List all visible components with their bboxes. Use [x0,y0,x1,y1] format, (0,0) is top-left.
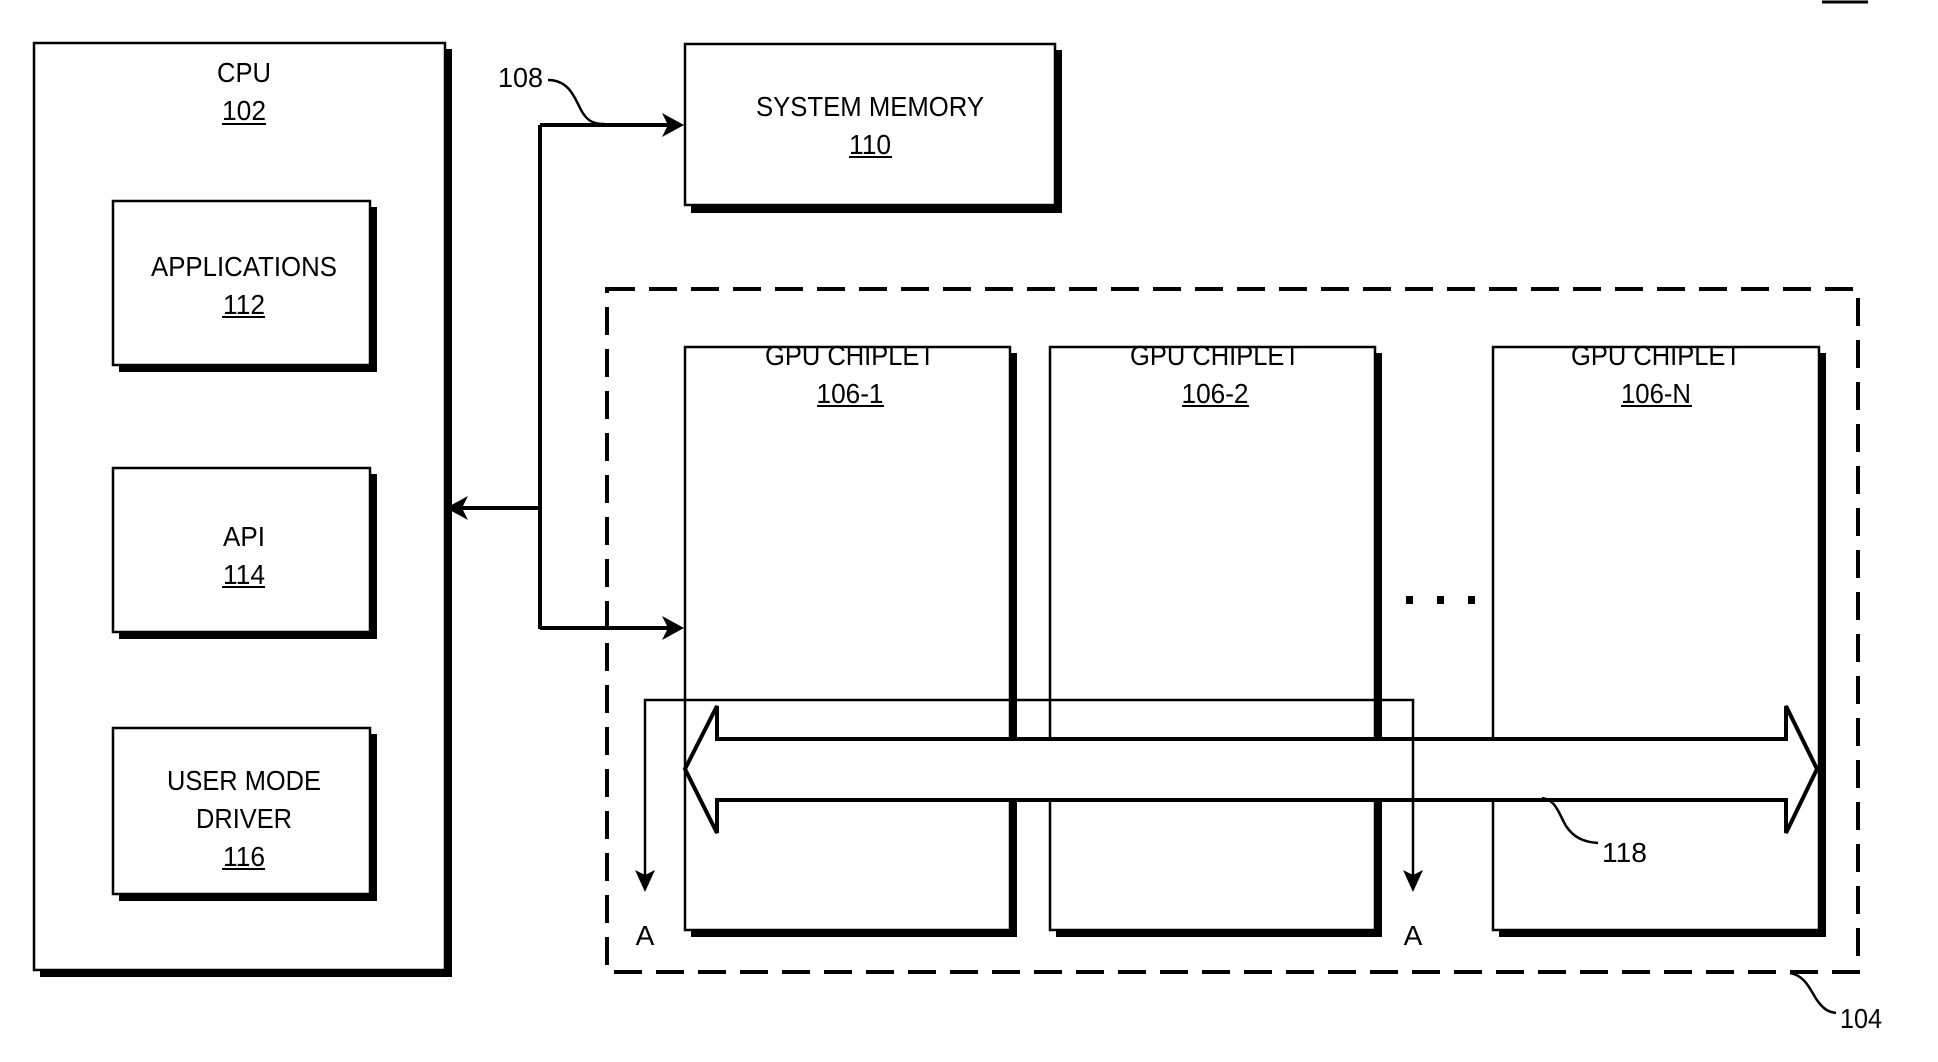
umd-title-line1: USER MODE [167,765,321,796]
arrow-to-chiplet-icon [662,616,684,640]
crossbar-ref: 118 [1602,837,1647,868]
connector-a-left-arrow-icon [635,870,655,892]
cpu-title: CPU [217,57,271,88]
chiplet-1-title: GPU CHIPLET [765,340,935,371]
chiplet-1-box [683,345,1012,932]
applications-title: APPLICATIONS [151,251,337,282]
api-title: API [223,521,265,552]
connector-a-line [643,698,1415,876]
crossbar-ref-leader [1541,796,1599,845]
chiplet-n-box [1491,345,1821,932]
applications-box [111,199,372,367]
umd-box [111,726,372,896]
arrow-to-memory-icon [662,113,684,137]
connector-a-left-label: A [636,920,655,951]
chiplet-2-ref: 106-2 [1182,378,1249,409]
chiplet-2-title: GPU CHIPLET [1130,340,1300,371]
chiplet-2: GPU CHIPLET 106-2 [1048,340,1382,937]
gpu-array-block: 104 [605,287,1882,1034]
ellipsis-icon [1406,596,1475,604]
api-block: API 114 [111,466,377,639]
chiplet-1: GPU CHIPLET 106-1 [683,340,1017,937]
ellipsis-dot [1468,596,1475,604]
gpu-array-ref-leader [1789,971,1837,1015]
umd-ref: 116 [223,841,265,872]
chiplet-n-title: GPU CHIPLET [1571,340,1741,371]
crossbar-118: 118 [682,705,1820,868]
api-box [111,466,372,634]
applications-block: APPLICATIONS 112 [111,199,377,372]
umd-title-line2: DRIVER [196,803,292,834]
system-memory-ref: 110 [849,129,891,160]
user-mode-driver-block: USER MODE DRIVER 116 [111,726,377,901]
crossbar-double-arrow [682,705,1820,834]
chiplet-n-ref: 106-N [1621,378,1691,409]
ellipsis-dot [1437,596,1444,604]
ellipsis-dot [1406,596,1413,604]
chiplet-2-box [1048,345,1377,932]
applications-ref: 112 [223,289,265,320]
gpu-array-ref: 104 [1840,1003,1882,1034]
system-memory-title: SYSTEM MEMORY [756,91,984,122]
arrow-to-cpu-icon [446,496,468,520]
bus-108: 108 [446,62,684,640]
system-memory-block: SYSTEM MEMORY 110 [683,42,1062,213]
bus-ref-leader [547,78,605,126]
system-memory-box [683,42,1057,207]
bus-ref: 108 [498,62,543,93]
connector-a-right-arrow-icon [1403,870,1423,892]
connector-a: A A [635,698,1423,951]
connector-a-right-label: A [1404,920,1423,951]
api-ref: 114 [223,559,265,590]
cpu-ref: 102 [222,95,266,126]
chiplet-1-ref: 106-1 [817,378,884,409]
chiplet-n: GPU CHIPLET 106-N [1491,340,1826,937]
